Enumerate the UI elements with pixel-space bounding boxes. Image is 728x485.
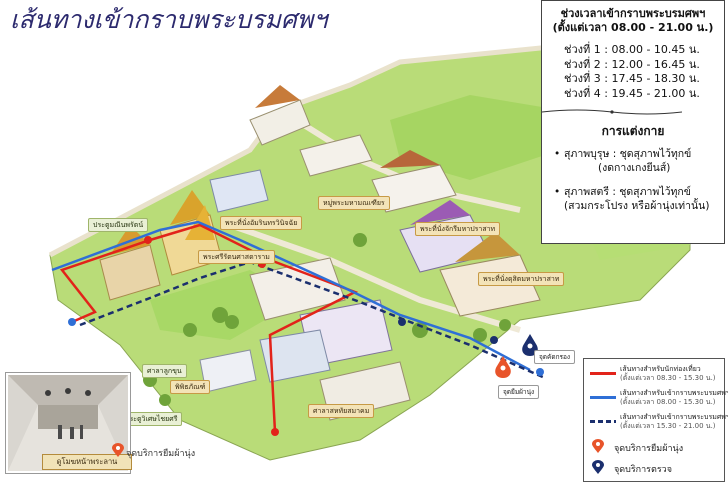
schedule-heading-line1: ช่วงเวลาเข้ากราบพระบรมศพฯ [560,7,706,20]
map-label: จุดยืมผ้านุ่ง [498,385,540,399]
route-endpoint [68,318,76,326]
legend-sublabel: (ตั้งแต่เวลา 08.00 - 15.30 น.) [620,398,716,406]
map-label: พระศรีรัตนศาสดาราม [198,250,275,264]
legend-security-label: จุดบริการตรวจ [614,465,673,475]
photo-sarong-pin-icon [112,443,124,457]
route-endpoint [536,368,544,376]
map-label: พิพิธภัณฑ์ [170,380,211,394]
dress-men-note: (งดกางเกงยีนส์) [598,162,671,174]
dress-code-women: •สุภาพสตรี : ชุดสุภาพไว้ทุกข์ [554,185,724,199]
map-label: ศาลาลูกขุน [142,364,187,378]
dress-code-list: •สุภาพบุรุษ : ชุดสุภาพไว้ทุกข์ (งดกางเกง… [554,147,724,213]
legend-swatch [590,420,616,423]
legend-sublabel: (ตั้งแต่เวลา 15.30 - 21.00 น.) [620,422,716,430]
route-endpoint [271,428,279,436]
schedule-heading-line2: (ตั้งแต่เวลา 08.00 - 21.00 น.) [552,21,714,34]
legend-sublabel: (ตั้งแต่เวลา 08.30 - 15.30 น.) [620,374,716,382]
dress-women-note: (สวมกระโปรง หรือผ้านุ่งเท่านั้น) [564,200,710,212]
schedule-slot: ช่วงที่ 3 : 17.45 - 18.30 น. [564,72,700,85]
map-label: พระที่นั่งดุสิตมหาปราสาท [478,272,565,286]
route-endpoint [398,318,406,326]
map-legend: เส้นทางสำหรับนักท่องเที่ยว(ตั้งแต่เวลา 0… [583,358,728,482]
legend-item-mourner-evening-route: เส้นทางสำหรับเข้ากราบพระบรมศพฯ(ตั้งแต่เว… [590,413,728,435]
security-pin-icon [592,460,604,474]
sarong-service-pin-icon [495,356,511,378]
legend-label: เส้นทางสำหรับเข้ากราบพระบรมศพฯ [620,389,728,397]
route-mourners-evening [79,260,546,380]
legend-item-tourist-route: เส้นทางสำหรับนักท่องเที่ยว(ตั้งแต่เวลา 0… [590,365,720,387]
bullet-icon: • [554,186,561,198]
map-label: จุดคัดกรอง [534,350,576,364]
photo-pin-caption: จุดบริการยืมผ้านุ่ง [126,449,196,459]
schedule-slot: ช่วงที่ 1 : 08.00 - 10.45 น. [564,43,700,56]
schedule-heading: ช่วงเวลาเข้ากราบพระบรมศพฯ (ตั้งแต่เวลา 0… [542,7,724,35]
legend-sarong-label: จุดบริการยืมผ้านุ่ง [614,444,684,454]
dress-code-men: •สุภาพบุรุษ : ชุดสุภาพไว้ทุกข์ [554,147,724,161]
schedule-slot-list: ช่วงที่ 1 : 08.00 - 10.45 น. ช่วงที่ 2 :… [564,43,724,101]
schedule-slot: ช่วงที่ 4 : 19.45 - 21.00 น. [564,86,700,100]
sarong-pin-icon [592,439,604,453]
route-endpoint [144,236,152,244]
legend-swatch [590,396,616,399]
schedule-slot: ช่วงที่ 2 : 12.00 - 16.45 น. [564,57,700,71]
schedule-info-panel: ช่วงเวลาเข้ากราบพระบรมศพฯ (ตั้งแต่เวลา 0… [541,0,725,244]
dress-men-text: สุภาพบุรุษ : ชุดสุภาพไว้ทุกข์ [564,148,692,160]
legend-item-mourner-day-route: เส้นทางสำหรับเข้ากราบพระบรมศพฯ(ตั้งแต่เว… [590,389,728,411]
photo-caption: ดูโมฆหน้าพระลาน [42,454,132,470]
map-label: พระที่นั่งอัมรินทรวินิจฉัย [220,216,303,230]
dress-women-text: สุภาพสตรี : ชุดสุภาพไว้ทุกข์ [564,186,691,198]
map-label: ประตูมณีนพรัตน์ [88,218,149,232]
walkway [229,222,521,333]
legend-swatch [590,372,616,375]
map-label: พระที่นั่งจักรีมหาปราสาท [415,222,501,236]
map-label: หมู่พระมหามณเฑียร [318,196,390,210]
bullet-icon: • [554,148,561,160]
route-mourners-day [51,220,531,372]
legend-label: เส้นทางสำหรับนักท่องเที่ยว [620,365,701,373]
lawn [390,95,560,180]
page-title: เส้นทางเข้ากราบพระบรมศพฯ [10,5,328,34]
security-check-pin-icon [522,334,538,356]
buildings [99,85,541,421]
map-label: ศาลาสหทัยสมาคม [308,404,375,418]
dress-code-heading: การแต่งกาย [601,124,665,138]
ornamental-divider [541,109,683,115]
route-tourist [59,223,359,433]
legend-label: เส้นทางสำหรับเข้ากราบพระบรมศพฯ [620,413,728,421]
route-endpoint [490,336,498,344]
